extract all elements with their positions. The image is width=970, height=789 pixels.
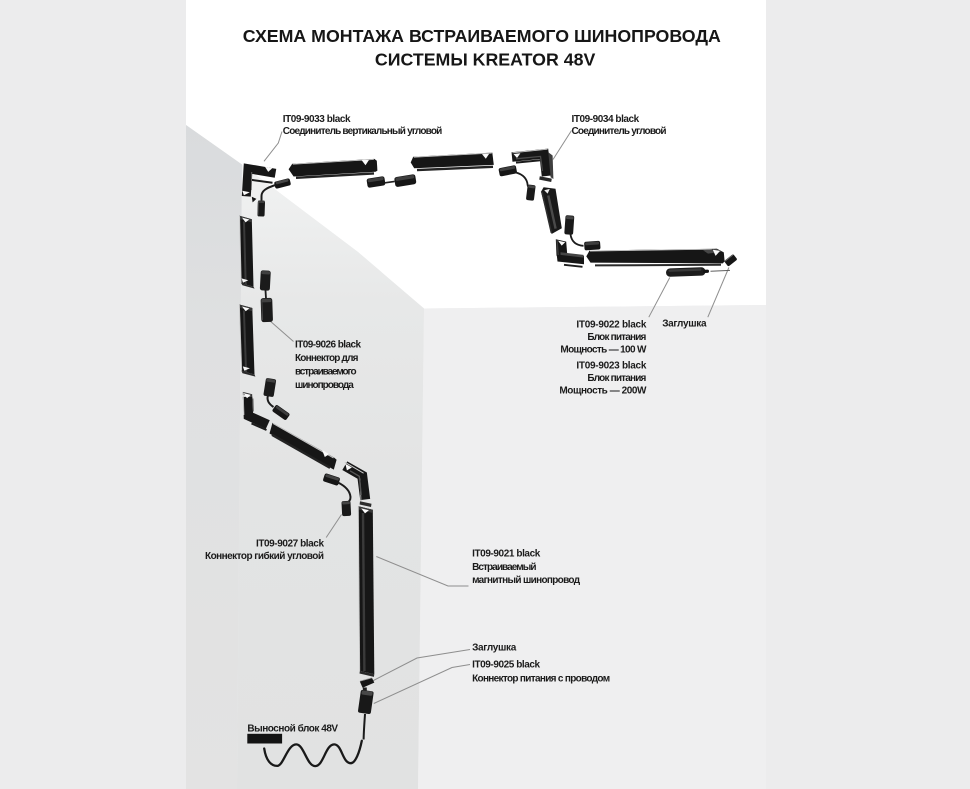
svg-text:IT09-9026 black: IT09-9026 black — [295, 340, 361, 351]
svg-text:Соединитель угловой: Соединитель угловой — [572, 126, 667, 137]
svg-text:IT09-9023 black: IT09-9023 black — [576, 361, 646, 372]
svg-text:Заглушка: Заглушка — [472, 643, 517, 654]
svg-text:СИСТЕМЫ KREATOR 48V: СИСТЕМЫ KREATOR 48V — [375, 49, 596, 69]
svg-text:IT09-9022 black: IT09-9022 black — [576, 320, 646, 331]
svg-text:магнитный шинопровод: магнитный шинопровод — [472, 575, 581, 586]
svg-text:шинопровода: шинопровода — [295, 380, 354, 391]
svg-text:Мощность — 100 W: Мощность — 100 W — [560, 344, 647, 355]
svg-text:IT09-9033 black: IT09-9033 black — [283, 114, 351, 125]
svg-text:Соединитель вертикальный углов: Соединитель вертикальный угловой — [283, 126, 443, 137]
svg-text:Блок питания: Блок питания — [587, 332, 646, 343]
svg-text:IT09-9025 black: IT09-9025 black — [472, 660, 540, 671]
svg-text:Коннектор для: Коннектор для — [295, 353, 359, 364]
svg-text:IT09-9027 black: IT09-9027 black — [256, 539, 324, 550]
svg-text:IT09-9034 black: IT09-9034 black — [572, 114, 640, 125]
svg-text:СХЕМА МОНТАЖА ВСТРАИВАЕМОГО ШИ: СХЕМА МОНТАЖА ВСТРАИВАЕМОГО ШИНОПРОВОДА — [243, 26, 721, 46]
svg-text:Коннектор питания с проводом: Коннектор питания с проводом — [472, 674, 610, 685]
svg-text:Выносной блок 48V: Выносной блок 48V — [247, 723, 338, 735]
svg-text:Блок питания: Блок питания — [587, 373, 646, 384]
svg-text:Заглушка: Заглушка — [662, 319, 707, 330]
svg-text:Мощность — 200W: Мощность — 200W — [559, 385, 647, 396]
svg-text:встраиваемого: встраиваемого — [295, 367, 357, 378]
svg-text:Встраиваемый: Встраиваемый — [472, 562, 536, 573]
svg-text:IT09-9021 black: IT09-9021 black — [472, 549, 541, 560]
svg-text:Коннектор гибкий угловой: Коннектор гибкий угловой — [205, 550, 324, 562]
